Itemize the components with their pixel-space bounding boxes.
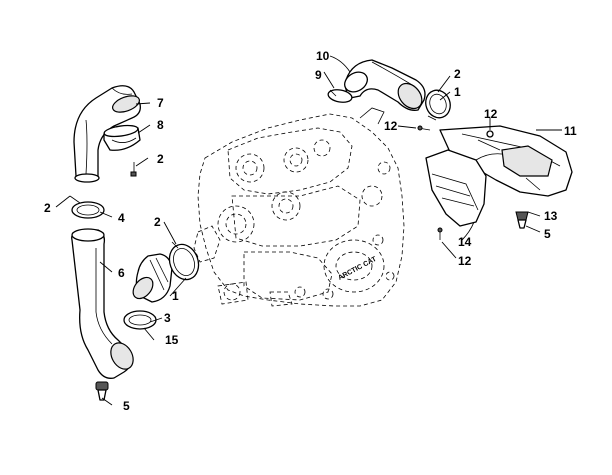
callout-4: 4 xyxy=(118,211,125,225)
engine-block: ARCTIC CAT xyxy=(193,107,405,307)
fastener-12-mid xyxy=(417,125,431,131)
callout-3: 3 xyxy=(164,311,171,325)
callout-11: 11 xyxy=(564,124,577,138)
clamp-boot xyxy=(103,124,141,151)
clamp-2-center xyxy=(168,241,200,281)
callout-1-upper: 1 xyxy=(454,85,461,99)
callout-8: 8 xyxy=(157,118,164,132)
callout-9: 9 xyxy=(315,68,322,82)
callout-5-lower: 5 xyxy=(123,399,130,413)
fastener-12-lower xyxy=(437,227,443,240)
fitting-5-lower xyxy=(95,381,109,401)
callout-12-upper: 12 xyxy=(484,107,498,121)
callout-15: 15 xyxy=(165,333,179,347)
callout-2-upper-right: 2 xyxy=(454,67,461,81)
callout-10: 10 xyxy=(316,49,330,63)
callout-12-lower: 12 xyxy=(458,254,472,268)
callout-2-center: 2 xyxy=(154,215,161,229)
callout-2-left: 2 xyxy=(44,201,51,215)
hose-clamp-4 xyxy=(69,195,105,219)
engine-badge: ARCTIC CAT xyxy=(337,256,378,282)
callout-5-right: 5 xyxy=(544,227,551,241)
fastener-12-upper xyxy=(486,130,494,138)
clamp-9 xyxy=(327,89,353,103)
leader-lines xyxy=(55,55,562,406)
callout-6: 6 xyxy=(118,266,125,280)
clamp-3 xyxy=(123,310,157,330)
callout-7: 7 xyxy=(157,96,164,110)
callout-14: 14 xyxy=(458,235,472,249)
intake-boot xyxy=(132,253,173,303)
callout-2-upper-left: 2 xyxy=(157,152,164,166)
callout-12-mid: 12 xyxy=(384,119,398,133)
upper-right-duct xyxy=(344,59,426,111)
air-box-duct-14 xyxy=(425,149,487,227)
callout-labels: 7 8 2 2 4 6 5 2 1 3 15 10 9 2 1 12 12 11… xyxy=(44,49,577,413)
callout-1-center: 1 xyxy=(172,289,179,303)
lower-intake-duct xyxy=(71,228,134,379)
fitting-13 xyxy=(515,211,529,229)
upper-elbow-duct xyxy=(73,85,141,183)
screw-upper-left xyxy=(130,162,137,177)
callout-13: 13 xyxy=(544,209,558,223)
